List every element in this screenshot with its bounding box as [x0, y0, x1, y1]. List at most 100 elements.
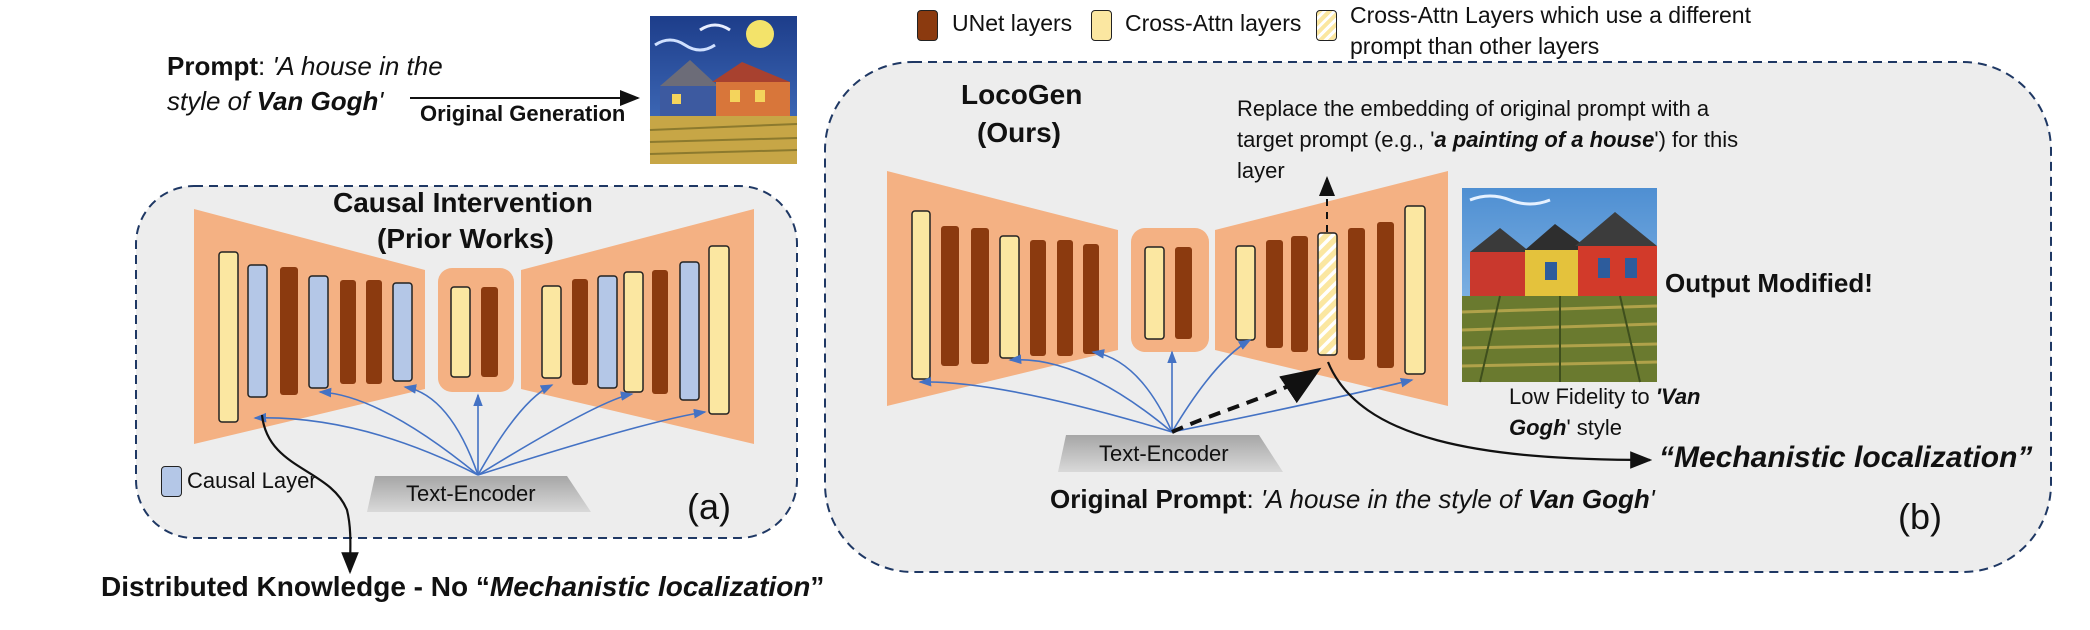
panel-b-replace-line2-post: ') for this — [1654, 127, 1739, 152]
unet-layer-bar — [340, 280, 356, 384]
panel-a-conclusion-arrow — [260, 414, 359, 575]
causal-layer-bar — [392, 282, 413, 382]
legend-cross-attn-swatch — [1091, 10, 1112, 41]
top-prompt-text-end: ' — [378, 86, 384, 116]
legend-diff-prompt-swatch — [1316, 10, 1337, 41]
top-prompt-text-bold: Van Gogh — [256, 86, 379, 116]
panel-a-tag: (a) — [687, 486, 731, 527]
unet-layer-bar — [1377, 222, 1394, 368]
legend-unet-label: UNet layers — [952, 10, 1073, 36]
cross-attn-layer-bar — [999, 235, 1020, 359]
panel-a-title-line1: Causal Intervention — [333, 187, 593, 218]
panel-b-title-line2: (Ours) — [977, 117, 1061, 148]
text-encoder-arrow — [918, 376, 1173, 433]
panel-b-replace-line2-pre: target prompt (e.g., ' — [1237, 127, 1435, 152]
panel-b-mechanistic-arrow — [1326, 361, 1653, 469]
causal-layer-bar — [597, 275, 618, 389]
unet-layer-bar — [971, 228, 989, 364]
cross-attn-layer-bar — [218, 251, 239, 423]
legend-diff-prompt-line2: prompt than other layers — [1350, 33, 1600, 59]
fidelity-line2: Gogh' style — [1509, 415, 1622, 441]
top-prompt-colon: : — [258, 51, 273, 81]
panel-b-title-line1: LocoGen — [961, 79, 1083, 110]
fidelity-line2-post: ' style — [1566, 415, 1622, 440]
unet-layer-bar — [1348, 228, 1365, 360]
panel-b-orig-prompt-text: 'A house in the style of — [1260, 484, 1528, 514]
causal-layer-bar — [679, 261, 700, 401]
panel-a-conclusion-suffix: ” — [810, 571, 825, 602]
causal-layer-bar — [308, 275, 329, 389]
unet-layer-bar — [280, 267, 298, 395]
text-encoder-arrow — [477, 384, 554, 476]
top-prompt-line2: style of Van Gogh' — [167, 86, 383, 117]
panel-b-replace-line2: target prompt (e.g., 'a painting of a ho… — [1237, 127, 1738, 153]
panel-a-arrows — [253, 384, 707, 476]
panel-b-target-prompt-arrow — [1171, 367, 1322, 434]
panel-b-orig-prompt-bold: Van Gogh — [1527, 484, 1650, 514]
panel-b-bottleneck — [1131, 228, 1209, 352]
text-encoder-arrow — [253, 412, 479, 476]
text-encoder-arrow — [318, 387, 479, 476]
top-prompt-label: Prompt — [167, 51, 258, 81]
panel-a-conclusion: Distributed Knowledge - No “Mechanistic … — [101, 570, 824, 603]
causal-layer-bar — [247, 264, 268, 398]
text-encoder-arrow — [477, 391, 634, 476]
legend-unet-swatch — [917, 10, 938, 41]
legend-diff-prompt-line1: Cross-Attn Layers which use a different — [1350, 2, 1751, 28]
fidelity-line1: Low Fidelity to 'Van — [1509, 384, 1701, 410]
original-generation-label: Original Generation — [420, 101, 626, 126]
panel-b-orig-prompt-end: ' — [1649, 484, 1655, 514]
text-encoder-arrow — [1171, 339, 1252, 433]
legend-causal-swatch — [161, 466, 182, 497]
van-gogh-house-image — [649, 16, 798, 164]
unet-layer-bar — [1266, 240, 1283, 348]
unet-layer-bar — [366, 280, 382, 384]
mechanistic-localization-label: “Mechanistic localization” — [1659, 441, 2033, 474]
cross-attn-layer-bar — [623, 271, 644, 393]
top-prompt-line1: Prompt: 'A house in the — [167, 51, 443, 82]
panel-a-layers — [218, 245, 730, 423]
panel-a-title-line2: (Prior Works) — [377, 223, 554, 254]
cross-attn-layer-bar — [708, 245, 730, 415]
unet-layer-bar — [941, 226, 959, 366]
panel-a-conclusion-italic: Mechanistic localization — [489, 571, 811, 602]
panel-b-replace-line1: Replace the embedding of original prompt… — [1237, 96, 1710, 121]
text-encoder-arrow — [403, 384, 479, 476]
panel-b-encoder-label: Text-Encoder — [1099, 441, 1229, 466]
cross-attn-layer-bar — [911, 210, 931, 380]
panel-a-conclusion-prefix: Distributed Knowledge - No “ — [101, 571, 490, 602]
text-encoder-arrow — [1091, 349, 1173, 433]
unet-layer-bar — [481, 287, 498, 377]
output-modified-label: Output Modified! — [1665, 268, 1873, 298]
unet-layer-bar — [572, 279, 588, 385]
unet-layer-bar — [1175, 247, 1192, 339]
unet-layer-bar — [652, 270, 668, 394]
text-encoder-arrow — [477, 408, 707, 476]
cross-attn-layer-bar — [450, 286, 471, 378]
unet-layer-bar — [1291, 236, 1308, 352]
legend-cross-attn-label: Cross-Attn layers — [1125, 10, 1302, 36]
panel-b-orig-prompt-label: Original Prompt — [1050, 484, 1247, 514]
panel-a-encoder-label: Text-Encoder — [406, 481, 536, 506]
panel-b-replace-line2-bold: a painting of a house — [1434, 127, 1655, 152]
cross-attn-layer-bar — [541, 285, 562, 379]
panel-a-text-encoder-shape — [367, 476, 591, 512]
fidelity-line1-pre: Low Fidelity to — [1509, 384, 1656, 409]
fidelity-line1-bold: 'Van — [1655, 384, 1701, 409]
panel-b-orig-prompt-colon: : — [1246, 484, 1261, 514]
unet-layer-bar — [1083, 244, 1099, 354]
panel-b-original-prompt: Original Prompt: 'A house in the style o… — [1050, 484, 1655, 515]
fidelity-line2-bold: Gogh — [1509, 415, 1567, 440]
panel-b-text-encoder-shape — [1058, 435, 1283, 472]
panel-a-bottleneck — [438, 268, 514, 392]
text-encoder-arrow — [1008, 354, 1173, 433]
cross-attn-layer-bar — [1404, 205, 1426, 375]
legend-causal-label: Causal Layer — [187, 468, 317, 493]
cross-attn-layer-bar — [1144, 246, 1165, 340]
target-prompt-layer-bar — [1317, 232, 1338, 356]
top-prompt-text-b: style of — [167, 86, 257, 116]
cross-attn-layer-bar — [1235, 245, 1256, 341]
top-prompt-text-a: 'A house in the — [272, 51, 443, 81]
